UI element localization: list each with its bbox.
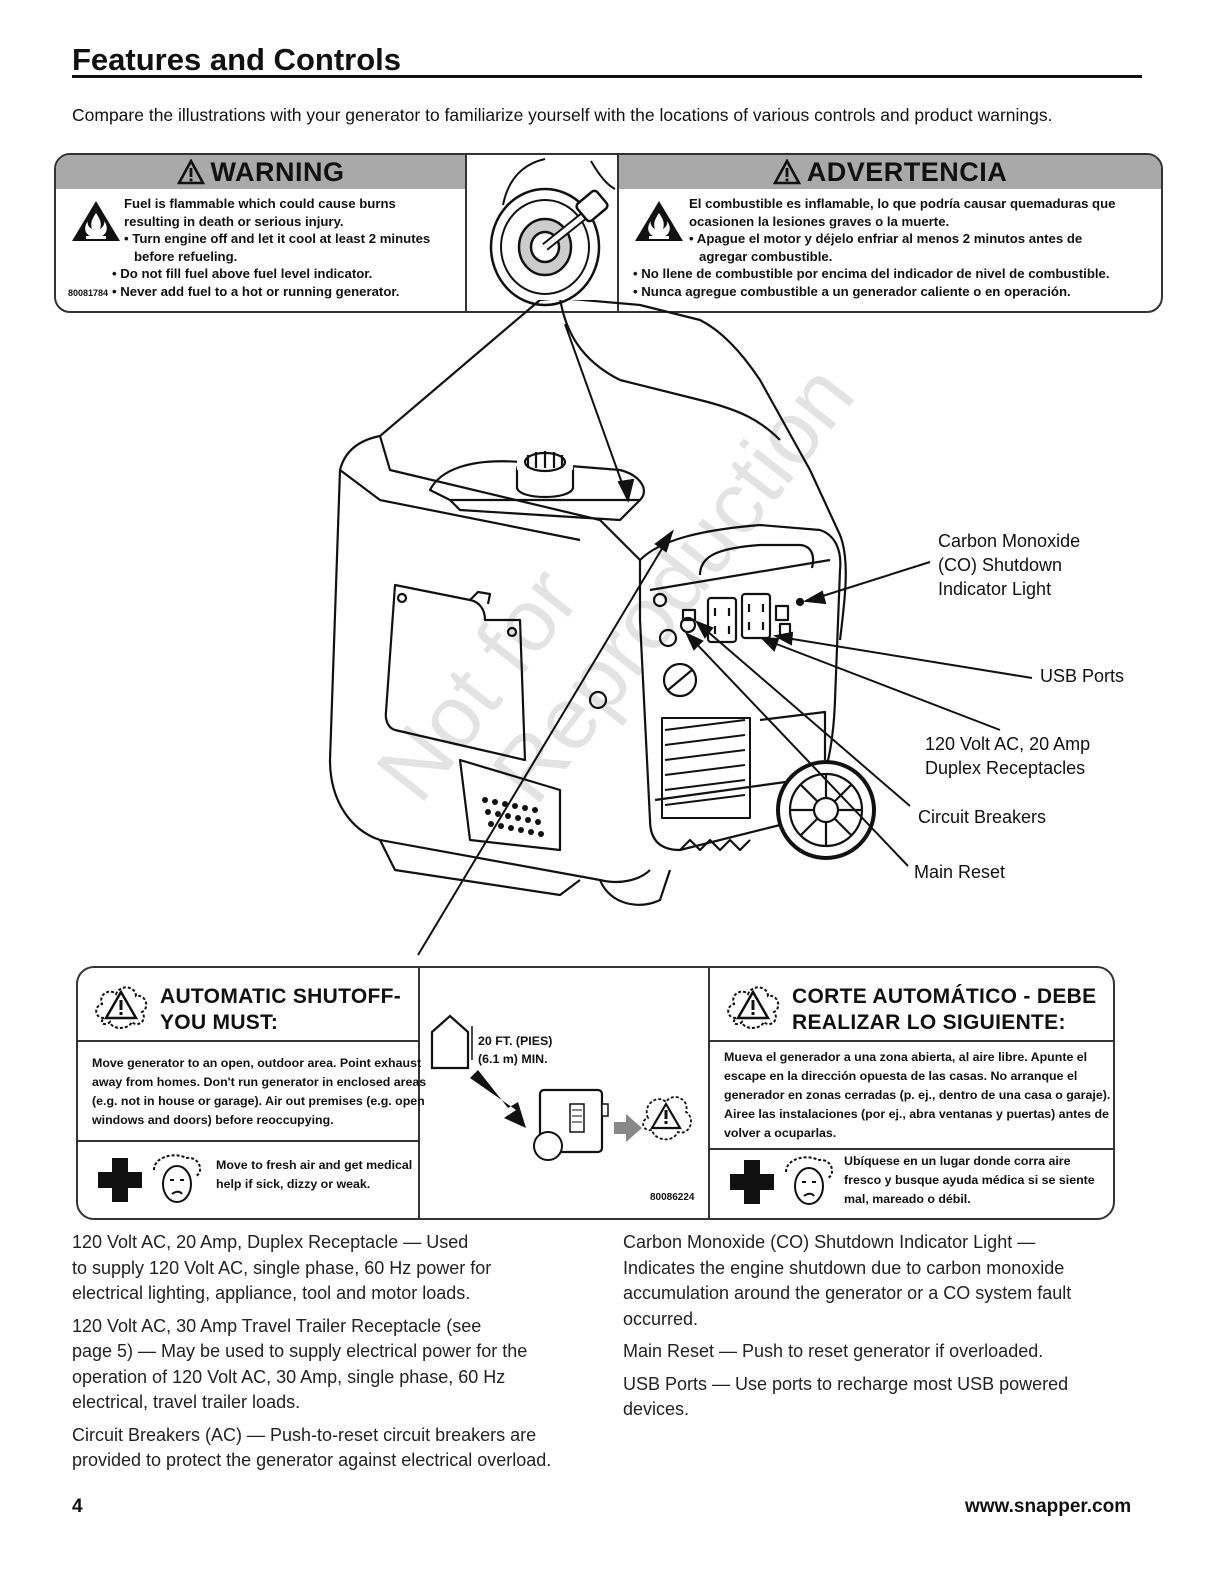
callout-duplex-receptacles: 120 Volt AC, 20 Amp Duplex Receptacles [925, 734, 1091, 778]
co-cloud-warning-icon [95, 986, 148, 1029]
descriptions-left: 120 Volt AC, 20 Amp, Duplex Receptacle —… [72, 1230, 592, 1481]
warning-part-number: 80081784 [68, 288, 109, 298]
advertencia-header: ADVERTENCIA [619, 155, 1161, 189]
desc-usb-ports: USB Ports — Use ports to recharge most U… [623, 1373, 1069, 1420]
intro-text: Compare the illustrations with your gene… [72, 105, 1053, 125]
advertencia-header-label: ADVERTENCIA [806, 156, 1008, 187]
fire-hazard-icon [635, 201, 683, 241]
callout-circuit-breakers: Circuit Breakers [918, 807, 1047, 827]
generator-top-outline [338, 300, 847, 641]
website-link[interactable]: www.snapper.com [965, 1496, 1132, 1517]
title-rule [72, 75, 1142, 78]
shutoff-part-number: 80086224 [650, 1192, 695, 1203]
medical-cross-icon [730, 1160, 774, 1204]
desc-travel-trailer-receptacle: 120 Volt AC, 30 Amp Travel Trailer Recep… [72, 1315, 528, 1413]
fuel-warning-panel: WARNING Fuel is flammable which could ca… [54, 153, 1163, 313]
callout-co-indicator-light: Carbon Monoxide (CO) Shutdown Indicator … [938, 531, 1081, 599]
dizzy-face-icon [785, 1156, 834, 1205]
desc-co-indicator: Carbon Monoxide (CO) Shutdown Indicator … [623, 1232, 1072, 1329]
distance-label: 20 FT. (PIES) (6.1 m) MIN. [478, 1034, 553, 1066]
co-shutoff-panel: AUTOMATIC SHUTOFF- YOU MUST: Move genera… [76, 966, 1115, 1220]
page-title: Features and Controls [72, 42, 401, 77]
shutoff-instructions: Move generator to an open, outdoor area.… [78, 1042, 426, 1142]
shutoff-english: AUTOMATIC SHUTOFF- YOU MUST: Move genera… [78, 968, 426, 1218]
warning-triangle-icon [176, 159, 205, 185]
corte-header: CORTE AUTOMÁTICO - DEBE REALIZAR LO SIGU… [710, 968, 1113, 1042]
primeros-auxilios: Ubíquese en un lugar donde corra aire fr… [710, 1150, 1113, 1218]
primeros-auxilios-text: Ubíquese en un lugar donde corra aire fr… [844, 1154, 1095, 1206]
warning-triangle-icon [772, 159, 801, 185]
desc-main-reset: Main Reset — Push to reset generator if … [623, 1341, 1044, 1361]
fire-hazard-icon [72, 201, 120, 241]
desc-circuit-breakers: Circuit Breakers (AC) — Push-to-reset ci… [72, 1424, 552, 1471]
warning-header-label: WARNING [210, 156, 345, 187]
generator-illustration [328, 300, 1033, 956]
warning-english-text: Fuel is flammable which could cause burn… [112, 196, 431, 299]
dizzy-face-icon [153, 1154, 202, 1203]
callout-main-reset: Main Reset [914, 862, 1006, 882]
descriptions-right: Carbon Monoxide (CO) Shutdown Indicator … [623, 1230, 1143, 1430]
shutoff-header-text: AUTOMATIC SHUTOFF- YOU MUST: [160, 985, 402, 1034]
fuel-cap-icon [489, 158, 616, 307]
page-number: 4 [72, 1496, 83, 1517]
first-aid-text: Move to fresh air and get medical help i… [216, 1158, 413, 1191]
fuel-cap-illustration [467, 155, 619, 311]
generator-placement-illustration: 20 FT. (PIES) (6.1 m) MIN. 80086224 [420, 968, 710, 1218]
shutoff-spanish: CORTE AUTOMÁTICO - DEBE REALIZAR LO SIGU… [710, 968, 1113, 1218]
medical-cross-icon [98, 1158, 142, 1202]
co-cloud-warning-icon [727, 986, 780, 1029]
first-aid-instructions: Move to fresh air and get medical help i… [78, 1142, 418, 1216]
warning-english: WARNING Fuel is flammable which could ca… [56, 155, 467, 311]
corte-header-text: CORTE AUTOMÁTICO - DEBE REALIZAR LO SIGU… [792, 985, 1097, 1034]
shutoff-header: AUTOMATIC SHUTOFF- YOU MUST: [78, 968, 418, 1042]
house-distance-icon [430, 1014, 692, 1161]
desc-duplex-receptacle: 120 Volt AC, 20 Amp, Duplex Receptacle —… [72, 1232, 492, 1303]
callout-usb-ports: USB Ports [1040, 666, 1125, 686]
warning-header: WARNING [56, 155, 465, 189]
corte-instructions: Mueva el generador a una zona abierta, a… [710, 1042, 1113, 1150]
warning-spanish-text: El combustible es inflamable, lo que pod… [633, 196, 1116, 299]
warning-spanish: ADVERTENCIA El combustible es inflamable… [619, 155, 1161, 311]
